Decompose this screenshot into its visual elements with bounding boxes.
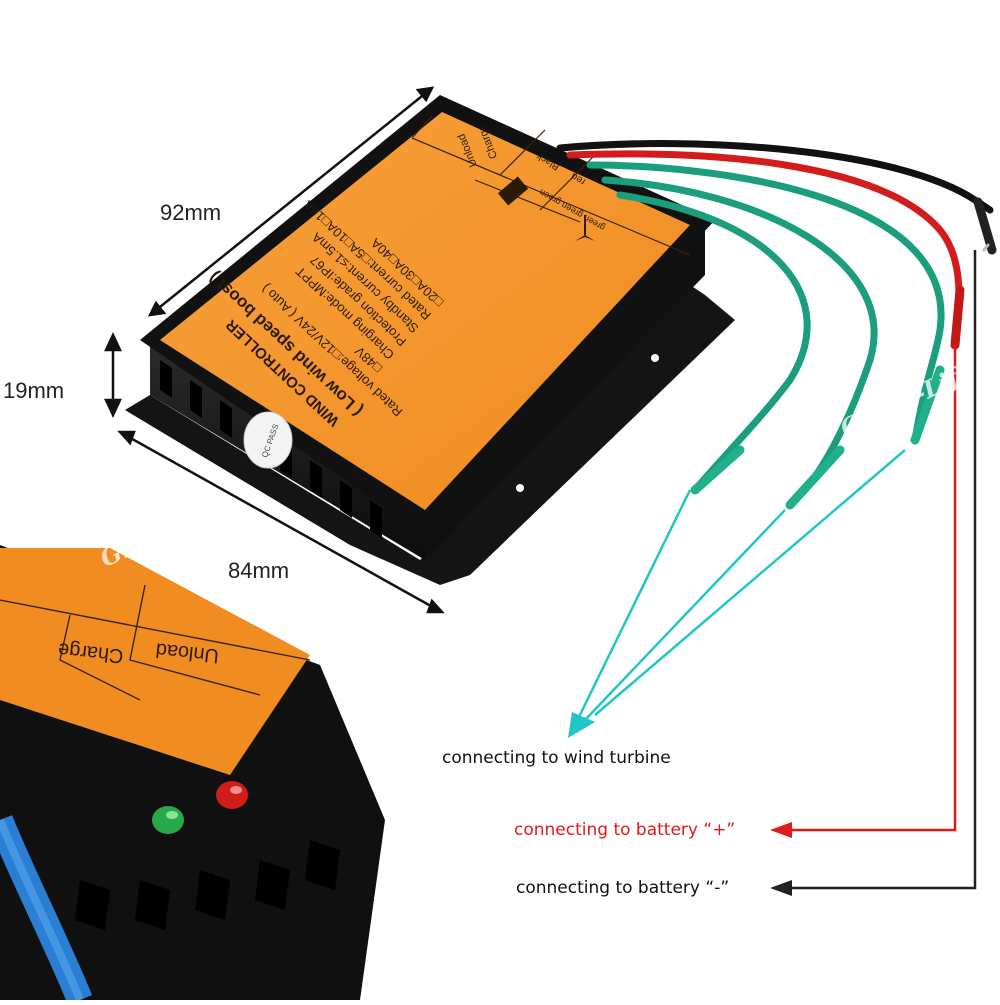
battery-plus-line	[790, 345, 957, 832]
inset-label	[0, 548, 310, 775]
battery-icon	[497, 176, 529, 206]
turbine-callout-lines	[573, 449, 906, 726]
mounting-flange	[125, 285, 735, 585]
mount-hole	[651, 354, 659, 362]
callout-battery-plus: connecting to battery “+”	[514, 820, 736, 840]
wire-green-1	[586, 161, 945, 444]
arrow-head	[415, 86, 435, 103]
controller-main: WIND CONTROLLER ( Low wind speed boost )…	[125, 95, 735, 585]
dimension-length: 92mm	[160, 200, 222, 225]
wire-green-3	[616, 191, 811, 494]
turbine-arrow-head	[568, 712, 595, 738]
callout-battery-minus: connecting to battery “-”	[516, 878, 730, 898]
dimension-arrows	[104, 86, 445, 614]
battery-minus-arrow-head	[770, 880, 792, 896]
callout-wind-turbine: connecting to wind turbine	[442, 748, 671, 768]
inset-fins	[75, 840, 340, 930]
turbine-icon	[575, 215, 595, 241]
case-right-side	[425, 230, 705, 560]
red-led	[216, 781, 248, 809]
callout-lines	[568, 250, 977, 896]
arrow-head	[147, 300, 167, 317]
wires	[556, 140, 997, 510]
mount-hole	[516, 484, 524, 492]
dimension-height: 19mm	[3, 378, 65, 403]
controller-zoom-inset: Unload Charge	[0, 545, 385, 1005]
controller-label	[160, 112, 690, 510]
qc-sticker	[243, 411, 293, 469]
wire-black	[556, 140, 994, 214]
dimension-width: 84mm	[228, 558, 290, 583]
battery-plus-arrow-head	[770, 822, 792, 838]
green-led	[152, 806, 184, 834]
battery-minus-line	[790, 250, 977, 890]
